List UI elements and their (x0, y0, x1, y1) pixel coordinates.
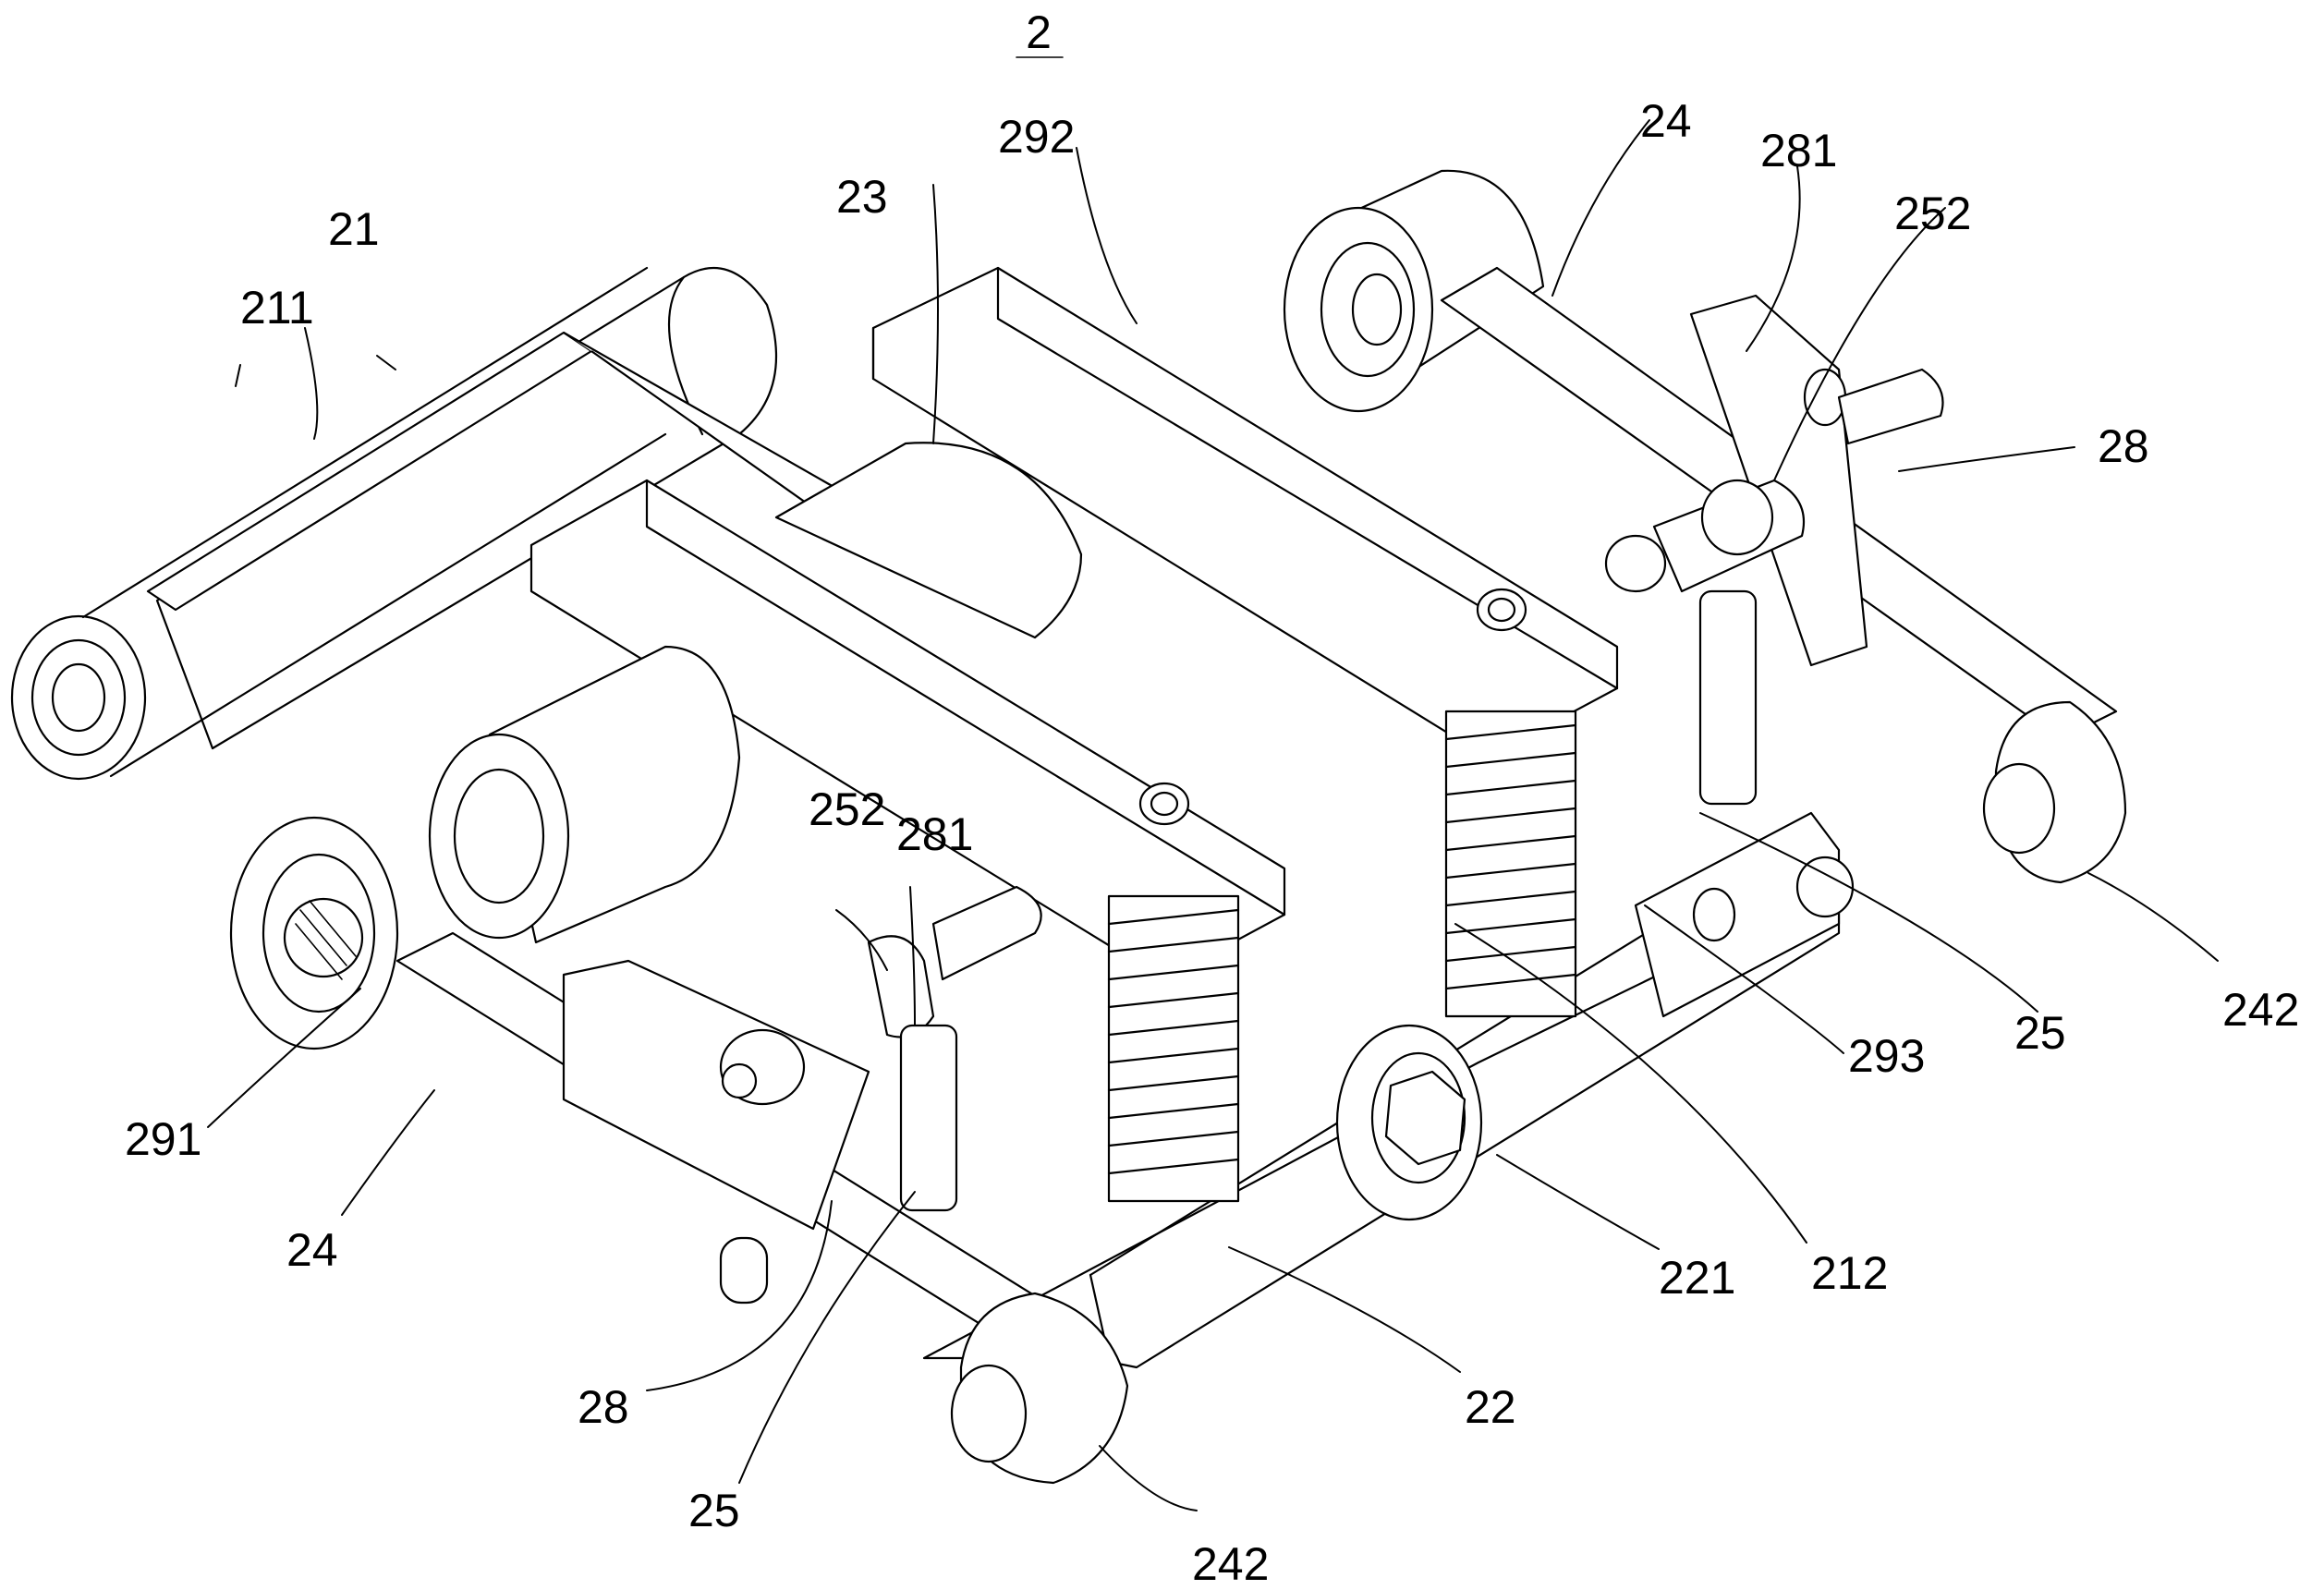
label-281-mid: 281 (896, 808, 973, 860)
label-24-top: 24 (1640, 95, 1692, 147)
label-25-bottom: 25 (688, 1485, 740, 1536)
label-281-top: 281 (1760, 125, 1837, 176)
label-252-mid: 252 (809, 783, 885, 835)
figure-number: 2 (1016, 6, 1063, 58)
svg-text:2: 2 (1026, 6, 1052, 58)
label-242-bottom: 242 (1192, 1538, 1269, 1590)
spring-rear (1446, 711, 1576, 1016)
label-28-right: 28 (2098, 420, 2149, 472)
label-23: 23 (836, 171, 888, 223)
spring-front (1109, 896, 1238, 1201)
label-291: 291 (125, 1113, 201, 1165)
label-242-right: 242 (2222, 984, 2299, 1036)
label-21: 21 (328, 203, 380, 255)
label-221: 221 (1659, 1252, 1735, 1304)
label-212: 212 (1811, 1247, 1888, 1299)
label-24-bottom: 24 (286, 1224, 338, 1276)
label-292: 292 (998, 111, 1075, 163)
front-arm-24 (397, 933, 1127, 1483)
label-252-top: 252 (1894, 188, 1971, 239)
label-293: 293 (1848, 1030, 1925, 1082)
label-28-bottom: 28 (578, 1381, 629, 1433)
front-roller-291 (231, 818, 397, 1049)
label-22: 22 (1465, 1381, 1516, 1433)
label-25-right: 25 (2014, 1007, 2066, 1059)
center-roller (430, 647, 739, 942)
label-211: 211 (240, 282, 314, 334)
